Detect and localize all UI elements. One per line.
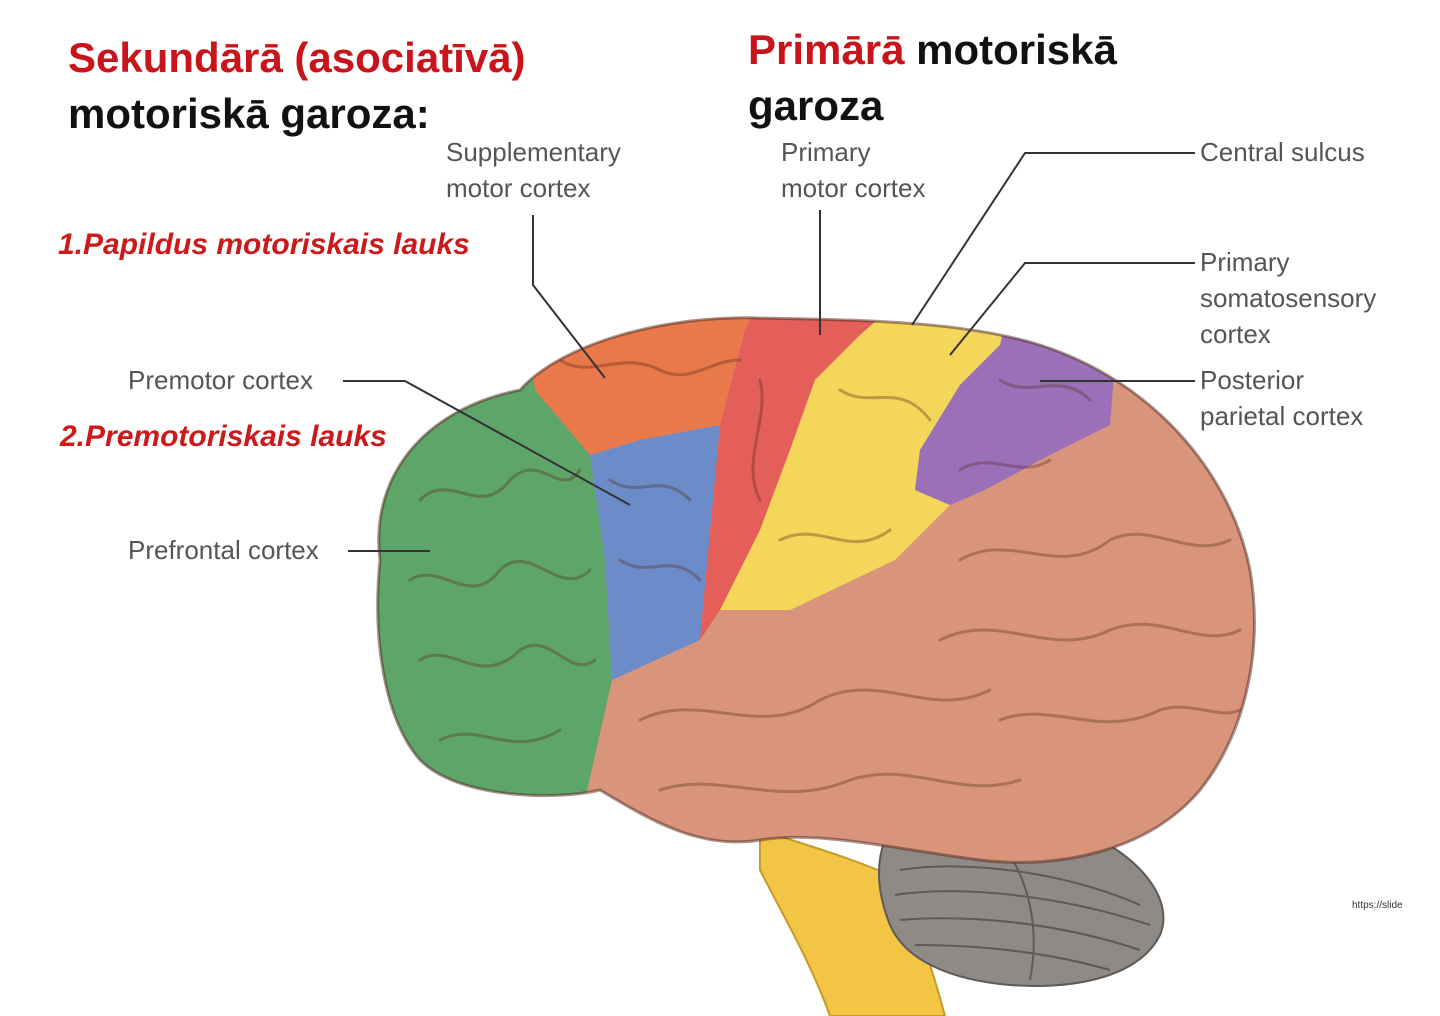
source-url: https://slide <box>1352 900 1403 911</box>
label-somatosensory-line1: Primary <box>1200 247 1290 277</box>
label-supplementary-line1: Supplementary <box>446 137 621 167</box>
leader-central-sulcus <box>911 152 1195 326</box>
label-primary-somatosensory-cortex: Primary somatosensory cortex <box>1200 244 1376 352</box>
heading-primary-line2: garoza <box>748 82 884 129</box>
label-primary-motor-line2: motor cortex <box>781 173 926 203</box>
label-supplementary-line2: motor cortex <box>446 173 591 203</box>
heading-primary-black-word: motoriskā <box>916 26 1117 73</box>
label-parietal-line2: parietal cortex <box>1200 401 1364 431</box>
heading-primary-motor-cortex: Primārā motoriskā garoza <box>748 22 1117 134</box>
primary-motor-region <box>700 317 900 640</box>
label-posterior-parietal-cortex: Posterior parietal cortex <box>1200 362 1363 434</box>
cerebellum-folia <box>894 839 1151 981</box>
brain-outline <box>376 316 1256 864</box>
subheading-premotor-field: 2.Premotoriskais lauks <box>60 420 387 453</box>
subheading-supplementary-field: 1.Papildus motoriskais lauks <box>58 228 470 261</box>
cortex-regions <box>377 317 1255 863</box>
label-primary-motor-line1: Primary <box>781 137 871 167</box>
heading-primary-line1: Primārā motoriskā <box>748 22 1117 78</box>
label-somatosensory-line2: somatosensory <box>1200 283 1377 313</box>
leader-somatosensory <box>949 262 1195 356</box>
heading-secondary-line2: motoriskā garoza: <box>68 90 430 137</box>
heading-primary-red-word: Primārā <box>748 26 905 73</box>
premotor-cortex-region <box>590 425 720 680</box>
leader-lines <box>343 152 1195 552</box>
heading-secondary-motor-cortex: Sekundārā (asociatīvā) motoriskā garoza: <box>68 30 526 142</box>
gyri-texture <box>408 358 1242 794</box>
label-parietal-line1: Posterior <box>1200 365 1305 395</box>
label-primary-motor-cortex: Primary motor cortex <box>781 134 926 206</box>
leader-supplementary <box>532 215 606 379</box>
heading-secondary-line1: Sekundārā (asociatīvā) <box>68 34 526 81</box>
label-prefrontal-cortex: Prefrontal cortex <box>128 535 319 565</box>
somatosensory-region <box>720 317 1010 610</box>
label-premotor-cortex: Premotor cortex <box>128 365 313 395</box>
label-somatosensory-line3: cortex <box>1200 319 1271 349</box>
label-supplementary-motor-cortex: Supplementary motor cortex <box>446 134 621 206</box>
label-central-sulcus: Central sulcus <box>1200 137 1365 167</box>
prefrontal-cortex-region <box>377 380 612 820</box>
leader-premotor <box>343 380 631 506</box>
